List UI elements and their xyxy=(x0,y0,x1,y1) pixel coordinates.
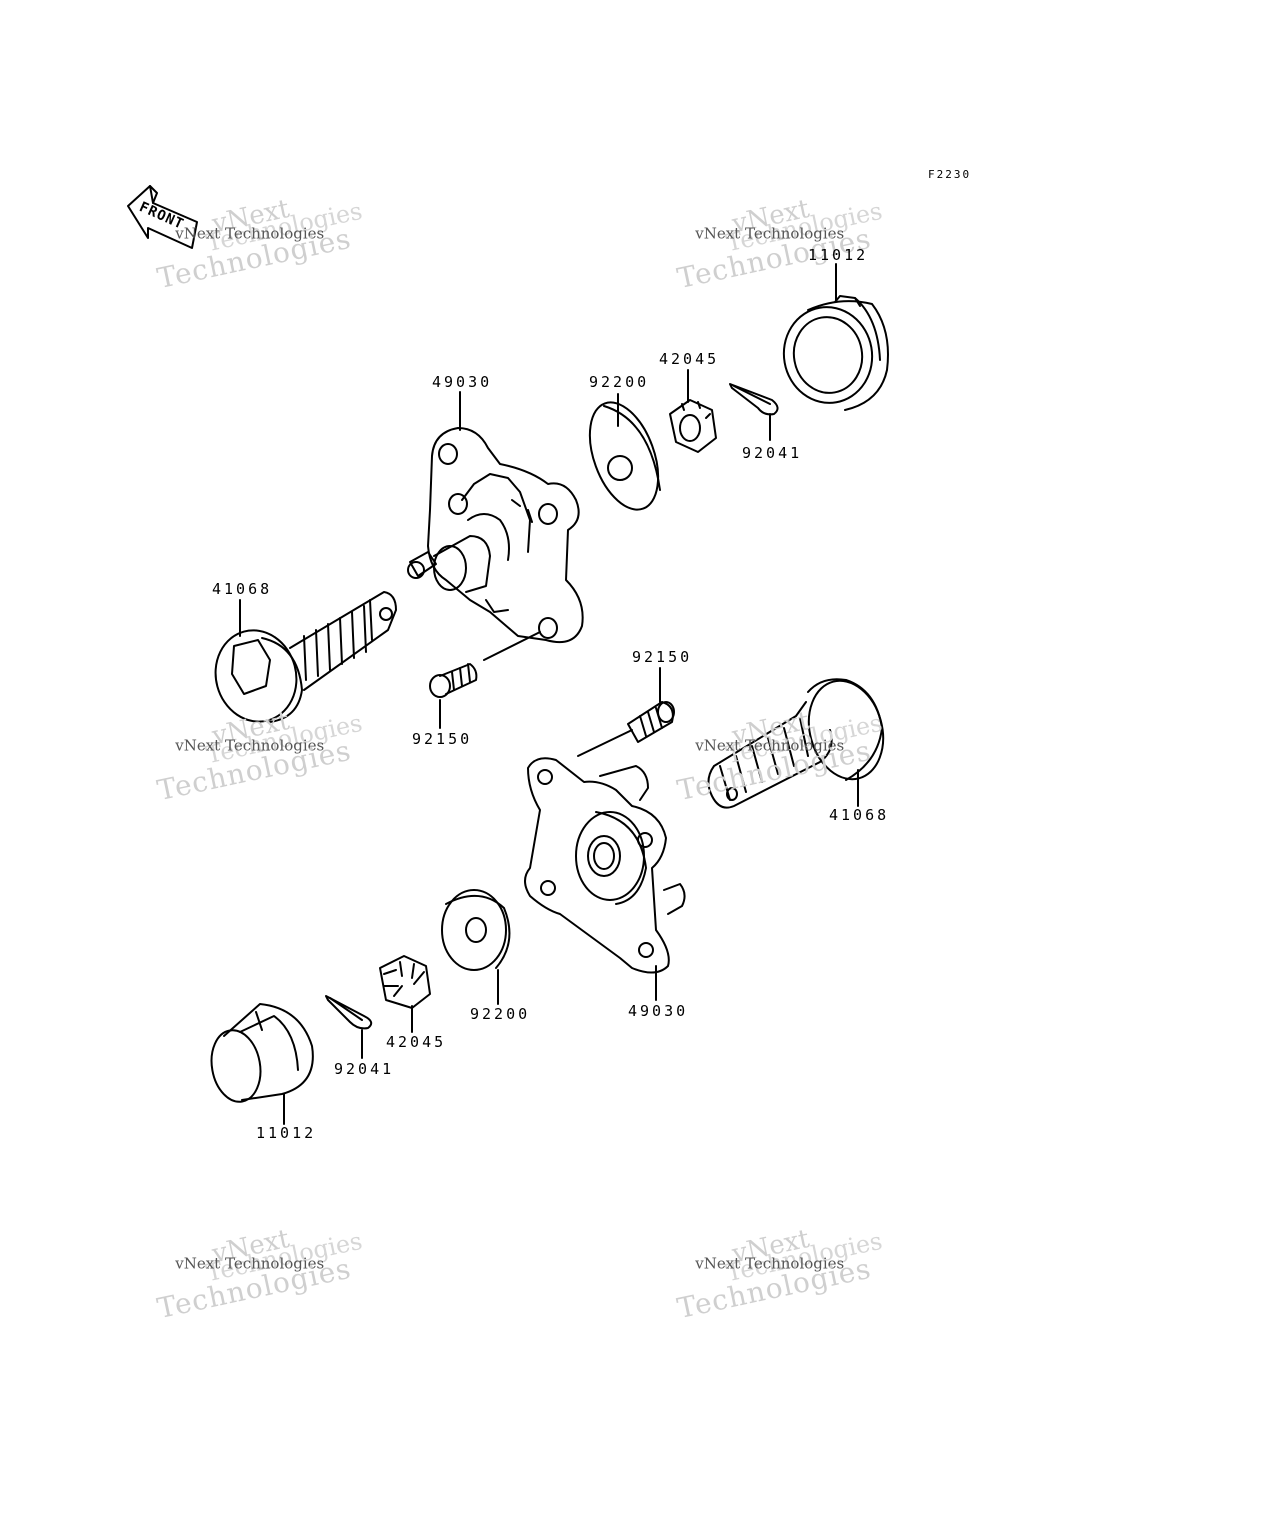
part-label-nut-lower: 42045 xyxy=(386,1033,447,1051)
diagram-code: F2230 xyxy=(928,168,972,181)
axle-left-icon xyxy=(214,591,397,723)
part-label-nut-upper: 42045 xyxy=(659,350,720,368)
part-label-hub-lower: 49030 xyxy=(628,1002,689,1020)
nut-lower-icon xyxy=(379,955,431,1009)
part-label-cotter-pin-upper: 92041 xyxy=(742,444,803,462)
stud-lower-icon xyxy=(627,701,675,743)
part-label-axle-right: 41068 xyxy=(829,806,890,824)
part-label-stud-lower: 92150 xyxy=(632,648,693,666)
assembly-line xyxy=(483,631,541,661)
cotter-pin-upper-icon xyxy=(729,383,779,416)
stud-upper-icon xyxy=(429,663,478,698)
part-label-axle-left: 41068 xyxy=(212,580,273,598)
hub-lower-icon xyxy=(524,757,686,974)
assembly-line xyxy=(577,729,633,757)
hub-upper-icon xyxy=(407,427,584,644)
cap-lower-icon xyxy=(210,1003,314,1103)
part-label-washer-lower: 92200 xyxy=(470,1005,531,1023)
washer-upper-icon xyxy=(588,401,661,511)
part-label-cap-lower: 11012 xyxy=(256,1124,317,1142)
part-label-cotter-pin-lower: 92041 xyxy=(334,1060,395,1078)
front-arrow-icon xyxy=(127,185,198,249)
part-label-washer-upper: 92200 xyxy=(589,373,650,391)
part-label-stud-upper: 92150 xyxy=(412,730,473,748)
nut-upper-icon xyxy=(669,399,717,453)
axle-right-icon xyxy=(707,678,885,809)
washer-lower-icon xyxy=(441,889,511,971)
part-label-hub-upper: 49030 xyxy=(432,373,493,391)
cotter-pin-lower-icon xyxy=(325,995,373,1030)
part-label-cap-upper: 11012 xyxy=(808,246,869,264)
cap-upper-icon xyxy=(782,295,889,411)
